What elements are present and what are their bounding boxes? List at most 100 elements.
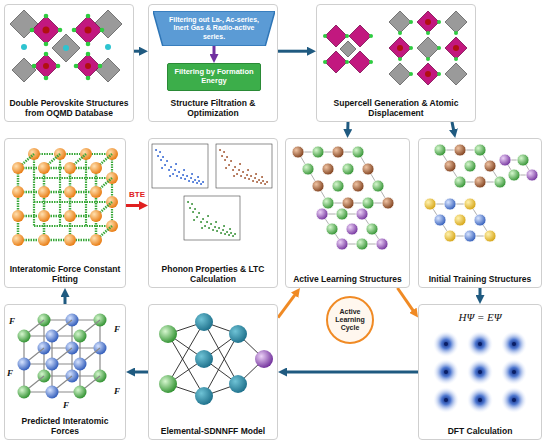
active-learning-lattice <box>298 152 388 203</box>
perovskite-structure <box>44 42 49 47</box>
electron-clouds <box>467 387 493 413</box>
active-learning-lattice <box>382 197 394 209</box>
active-learning-lattice <box>352 146 364 158</box>
spring-lattice <box>12 162 24 174</box>
spring-lattice <box>64 210 76 222</box>
training-lattice <box>434 214 446 226</box>
neural-network <box>159 375 177 393</box>
phonon-plots <box>152 144 272 240</box>
supercell-structure <box>389 63 411 85</box>
spring-lattice <box>12 186 24 198</box>
electron-clouds <box>467 331 493 357</box>
neural-network <box>229 375 247 393</box>
perovskite-structure <box>74 64 79 69</box>
force-cube <box>46 330 59 343</box>
node-text: Initial Training Structures <box>419 274 541 287</box>
training-lattice <box>434 144 446 156</box>
supercell-structure <box>437 20 441 24</box>
perovskite-structure <box>56 64 61 69</box>
active-learning-lattice <box>352 180 364 192</box>
supercell-structure <box>389 11 411 33</box>
training-lattice <box>424 144 538 242</box>
node-text: DFT Calculation <box>419 426 541 439</box>
supercell-structure <box>323 60 327 64</box>
flow-arrow <box>452 122 454 131</box>
active-learning-lattice <box>312 180 324 192</box>
force-label: F <box>7 369 13 379</box>
supercell-structure <box>345 60 349 64</box>
training-lattice <box>517 154 529 166</box>
supercell-structure <box>409 20 413 24</box>
neural-network <box>159 325 177 343</box>
perovskite-structure <box>96 58 120 82</box>
supercell-structure <box>349 25 371 47</box>
perovskite-structure <box>86 76 91 81</box>
flow-arrow <box>285 371 418 374</box>
perovskite-structure <box>10 10 38 38</box>
flow-arrow <box>126 204 141 207</box>
spring-lattice <box>90 162 102 174</box>
training-lattice <box>424 198 436 210</box>
perovskite-structure <box>52 34 80 62</box>
active-learning-lattice <box>342 197 354 209</box>
supercell-structure <box>369 34 373 38</box>
supercell-structure <box>425 71 431 77</box>
active-learning-lattice <box>322 214 382 244</box>
training-lattice <box>474 176 486 188</box>
perovskite-structure <box>74 16 102 44</box>
neural-network <box>168 322 264 396</box>
process-panel: Supercell Generation & Atomic Displaceme… <box>316 4 476 122</box>
node-text: Structure Filtration & Optimization <box>149 98 277 121</box>
training-lattice <box>464 198 476 210</box>
electron-clouds <box>433 331 459 357</box>
supercell-structure <box>325 25 371 73</box>
training-lattice <box>454 144 466 156</box>
active-learning-lattice <box>356 238 368 250</box>
process-panel: Predicted Interatomic Forces <box>4 304 126 440</box>
supercell-structure <box>325 25 347 47</box>
force-cube <box>46 358 59 371</box>
supercell-structure <box>345 34 349 38</box>
supercell-structure <box>389 11 467 85</box>
active-learning-lattice <box>336 238 348 250</box>
supercell-structure <box>323 34 373 64</box>
force-cube <box>18 330 31 343</box>
perovskite-structure <box>43 27 50 34</box>
supercell-structure <box>445 11 467 33</box>
perovskite-structure <box>100 28 105 33</box>
training-lattice <box>474 144 486 156</box>
perovskite-structure <box>86 14 91 19</box>
supercell-structure <box>325 51 347 73</box>
spring-lattice <box>64 186 76 198</box>
supercell-structure <box>398 57 402 61</box>
supercell-structure <box>369 60 373 64</box>
force-label: F <box>114 387 120 397</box>
supercell-structure <box>340 41 356 57</box>
electron-clouds <box>501 331 527 357</box>
active-learning-lattice <box>322 163 334 175</box>
active-learning-lattice <box>346 223 358 235</box>
force-cube <box>18 358 31 371</box>
active-learning-lattice <box>366 223 378 235</box>
supercell-structure <box>409 72 413 76</box>
spring-lattice <box>12 148 118 246</box>
process-panel: DFT Calculation <box>418 304 542 440</box>
perovskite-structure <box>44 52 49 57</box>
active-learning-lattice <box>362 163 374 175</box>
electron-clouds <box>501 359 527 385</box>
active-learning-lattice <box>292 146 304 158</box>
electron-clouds <box>512 398 516 402</box>
training-lattice <box>454 176 466 188</box>
electron-clouds <box>512 342 516 346</box>
training-lattice <box>430 150 532 236</box>
perovskite-structure <box>105 44 111 50</box>
node-text: Predicted Interatomic Forces <box>5 416 125 439</box>
training-lattice <box>508 169 520 181</box>
supercell-structure <box>453 45 459 51</box>
training-lattice <box>440 150 500 182</box>
perovskite-structure <box>44 14 49 19</box>
force-label: F <box>114 325 120 335</box>
electron-clouds <box>433 331 527 413</box>
process-panel: Structure Filtration & OptimizationFilte… <box>148 4 278 122</box>
